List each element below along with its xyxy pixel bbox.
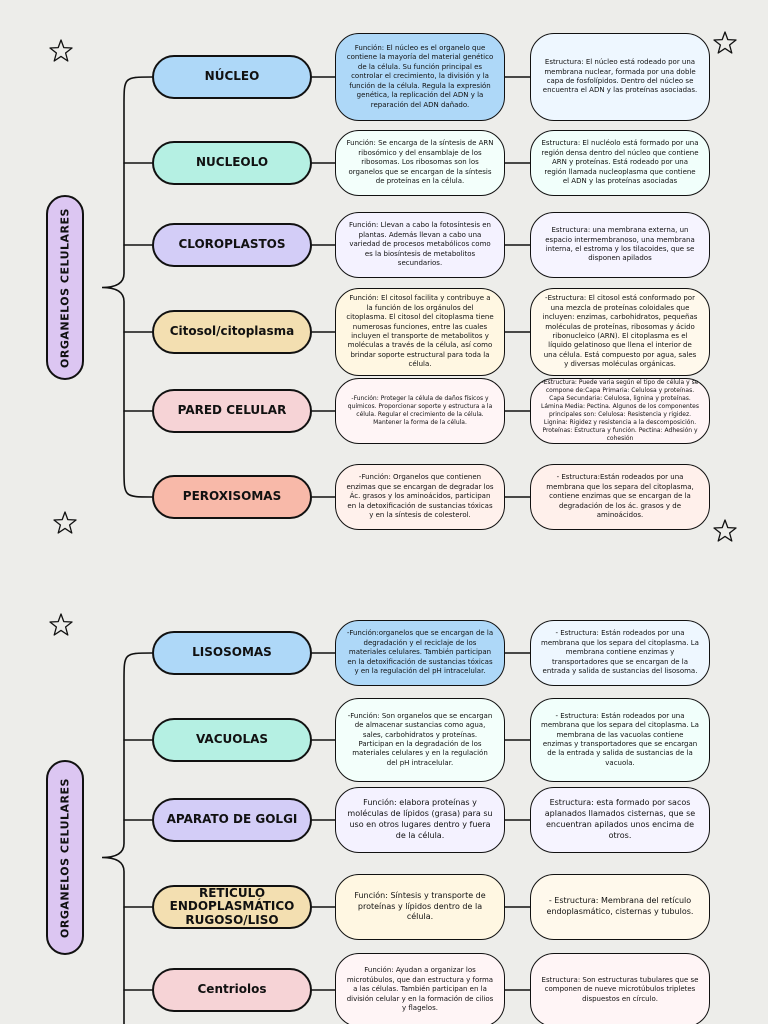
estructura-box: Estructura: esta formado por sacos aplan… [530, 787, 710, 853]
star-icon [49, 613, 73, 636]
funcion-box: Función: Síntesis y transporte de proteí… [335, 874, 505, 940]
section-label-text: ORGANELOS CELULARES [58, 207, 72, 368]
estructura-box: Estructura: El núcleo está rodeado por u… [530, 33, 710, 121]
organelle-pill: Citosol/citoplasma [152, 310, 312, 354]
section-label-text: ORGANELOS CELULARES [58, 777, 72, 938]
star-icon [713, 519, 737, 542]
funcion-box: Función: Ayudan a organizar los microtúb… [335, 953, 505, 1024]
organelle-pill: NUCLEOLO [152, 141, 312, 185]
estructura-box: - Estructura: Están rodeados por una mem… [530, 620, 710, 686]
organelle-pill: VACUOLAS [152, 718, 312, 762]
section-label: ORGANELOS CELULARES [46, 760, 84, 955]
estructura-box: Estructura: Son estructuras tubulares qu… [530, 953, 710, 1024]
organelle-pill: Centriolos [152, 968, 312, 1012]
estructura-box: -Estructura: Puede varia según el tipo d… [530, 378, 710, 444]
funcion-box: Función: El núcleo es el organelo que co… [335, 33, 505, 121]
funcion-box: -Función: Organelos que contienen enzima… [335, 464, 505, 530]
bracket [101, 76, 153, 498]
bracket [101, 652, 153, 1024]
estructura-box: -Estructura: El citosol está conformado … [530, 288, 710, 376]
funcion-box: -Función: Proteger la célula de daños fí… [335, 378, 505, 444]
estructura-box: Estructura: El nucléolo está formado por… [530, 130, 710, 196]
funcion-box: -Función:organelos que se encargan de la… [335, 620, 505, 686]
funcion-box: -Función: Son organelos que se encargan … [335, 698, 505, 782]
estructura-box: - Estructura:Están rodeados por una memb… [530, 464, 710, 530]
star-icon [713, 31, 737, 54]
organelle-pill: NÚCLEO [152, 55, 312, 99]
funcion-box: Función: Llevan a cabo la fotosíntesis e… [335, 212, 505, 278]
funcion-box: Función: Se encarga de la síntesis de AR… [335, 130, 505, 196]
star-icon [53, 511, 77, 534]
organelle-pill: PEROXISOMAS [152, 475, 312, 519]
estructura-box: Estructura: una membrana externa, un esp… [530, 212, 710, 278]
estructura-box: - Estructura: Membrana del retículo endo… [530, 874, 710, 940]
organelle-pill: PARED CELULAR [152, 389, 312, 433]
star-icon [49, 39, 73, 62]
organelle-pill: RETÍCULO ENDOPLASMÁTICO RUGOSO/LISO [152, 885, 312, 929]
organelle-pill: APARATO DE GOLGI [152, 798, 312, 842]
funcion-box: Función: El citosol facilita y contribuy… [335, 288, 505, 376]
estructura-box: - Estructura: Están rodeados por una mem… [530, 698, 710, 782]
section-label: ORGANELOS CELULARES [46, 195, 84, 380]
organelle-pill: LISOSOMAS [152, 631, 312, 675]
funcion-box: Función: elabora proteínas y moléculas d… [335, 787, 505, 853]
organelle-pill: CLOROPLASTOS [152, 223, 312, 267]
